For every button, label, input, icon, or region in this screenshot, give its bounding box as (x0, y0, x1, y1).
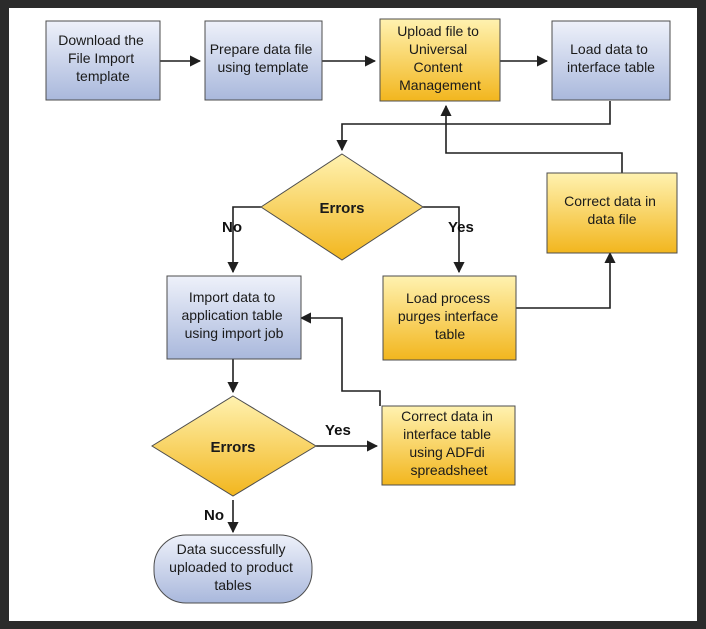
node-download-template: Download the File Import template (45, 20, 161, 101)
edge-label-no-2: No (204, 507, 224, 524)
node-prepare-data-file: Prepare data file using template (204, 20, 323, 101)
svg-text:Data successfully upload: Data successfully uploaded to product ta… (169, 541, 297, 593)
node-upload-file: Upload file to Universal Content Managem… (379, 18, 501, 102)
node-import-line-1: Import data to (189, 289, 276, 305)
node-load-line-2: interface table (567, 59, 655, 75)
node-correct-data-file: Correct data in data file (546, 172, 678, 254)
node-correctinterface-line-2: interface table (403, 426, 491, 442)
terminal-success-line-3: tables (214, 577, 251, 593)
node-purge-line-2: purges interface (398, 308, 499, 324)
node-load-interface: Load data to interface table (551, 20, 671, 101)
flowchart-diagram: No Yes Yes No Download the File Import t… (45, 18, 678, 604)
decision-errors-1: Errors (260, 153, 424, 261)
node-load-line-1: Load data to (570, 41, 648, 57)
node-import-line-3: using import job (185, 325, 284, 341)
edge-load-errors1 (336, 101, 611, 152)
svg-text:Upload file to Universal: Upload file to Universal Content Managem… (397, 23, 483, 93)
terminal-success-line-1: Data successfully (177, 541, 286, 557)
node-purge-interface: Load process purges interface table (382, 275, 517, 361)
node-purge-line-3: table (435, 326, 466, 342)
terminal-success: Data successfully uploaded to product ta… (153, 534, 313, 604)
node-upload-line-3: Content (414, 59, 463, 75)
node-purge-line-1: Load process (406, 290, 490, 306)
node-prepare-line-2: using template (217, 59, 308, 75)
decision-errors-2-label: Errors (210, 439, 255, 456)
node-download-line-2: File Import (68, 50, 134, 66)
edge-errors1-import (227, 206, 261, 274)
svg-text:Prepare data file using: Prepare data file using template (210, 41, 317, 75)
svg-text:Load process purges inte: Load process purges interface table (398, 290, 502, 342)
node-prepare-line-1: Prepare data file (210, 41, 313, 57)
decision-errors-2: Errors (151, 395, 317, 497)
edge-correctinterface-import (299, 312, 381, 406)
decision-errors-1-label: Errors (319, 200, 364, 217)
svg-text:Correct data in data fil: Correct data in data file (564, 193, 660, 227)
node-import-line-2: application table (181, 307, 282, 323)
edge-purge-correctfile (516, 251, 616, 309)
node-upload-line-1: Upload file to (397, 23, 479, 39)
node-correctinterface-line-1: Correct data in (401, 408, 493, 424)
svg-text:Download the File Import: Download the File Import template (58, 32, 148, 84)
node-import-data: Import data to application table using i… (166, 275, 302, 360)
edges (160, 55, 623, 534)
node-correct-interface: Correct data in interface table using AD… (381, 405, 516, 486)
svg-text:Correct data in interfac: Correct data in interface table using AD… (401, 408, 497, 478)
flowchart-canvas: No Yes Yes No Download the File Import t… (9, 8, 697, 621)
svg-text:Load data to interface t: Load data to interface table (567, 41, 655, 75)
node-correctinterface-line-4: spreadsheet (410, 462, 487, 478)
node-correctfile-line-2: data file (587, 211, 636, 227)
edge-correctfile-upload (440, 104, 623, 173)
svg-text:Import data to applicati: Import data to application table using i… (181, 289, 286, 341)
edge-errors1-purge (423, 206, 465, 274)
terminal-success-line-2: uploaded to product (169, 559, 293, 575)
node-download-line-3: template (76, 68, 130, 84)
node-correctinterface-line-3: using ADFdi (409, 444, 484, 460)
edge-label-no-1: No (222, 219, 242, 236)
node-upload-line-2: Universal (409, 41, 467, 57)
node-download-line-1: Download the (58, 32, 144, 48)
edge-label-yes-1: Yes (448, 219, 474, 236)
node-correctfile-line-1: Correct data in (564, 193, 656, 209)
edge-label-yes-2: Yes (325, 422, 351, 439)
node-upload-line-4: Management (399, 77, 481, 93)
